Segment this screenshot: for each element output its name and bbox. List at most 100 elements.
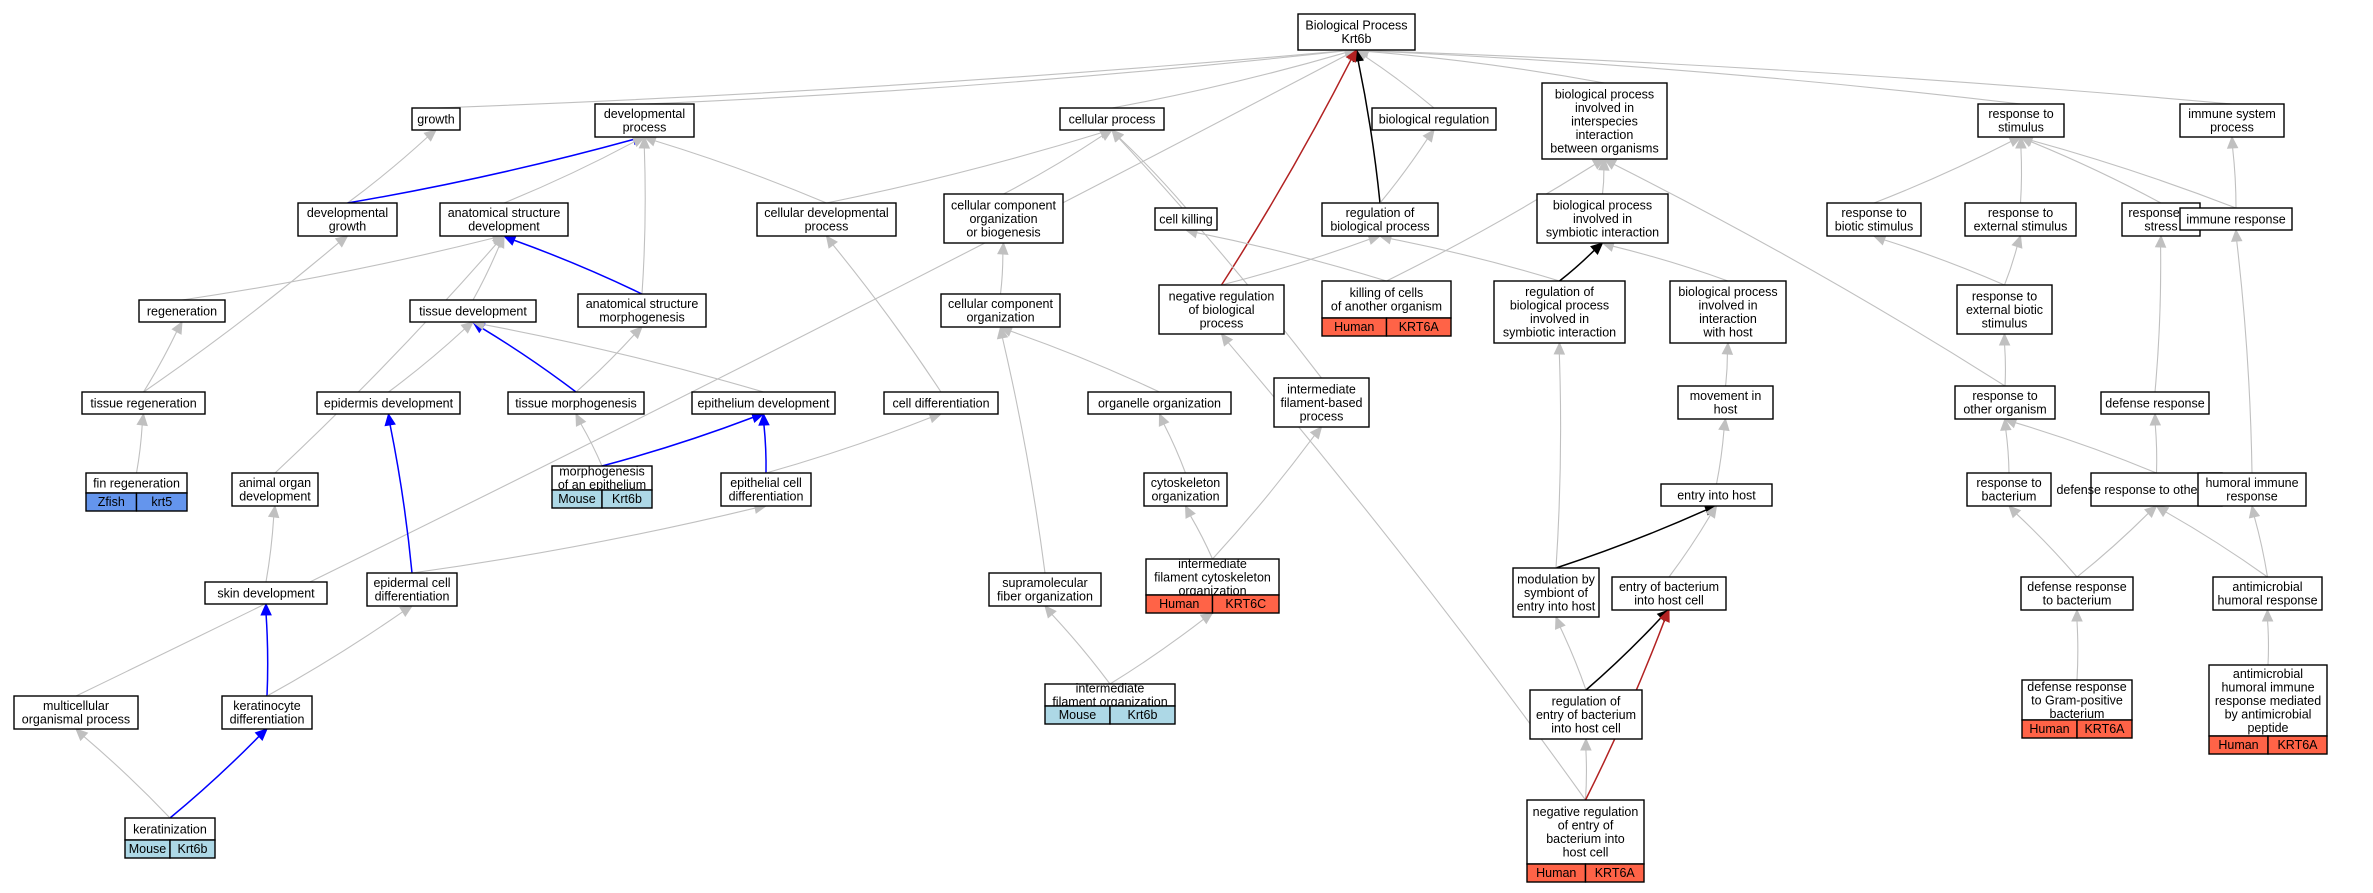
edge-line: [1357, 60, 1381, 204]
edge-animalorgan-to-asdev: [274, 235, 505, 474]
go-term-entryhost[interactable]: entry into host: [1660, 483, 1773, 507]
go-term-label: external biotic: [1966, 303, 2043, 317]
go-term-label: cytoskeleton: [1151, 476, 1221, 490]
edge-respother-to-interspecies: [1603, 158, 2006, 387]
edge-arrowhead: [1718, 417, 1730, 432]
edge-line: [1119, 137, 1187, 209]
edge-finregen-to-tissueregen: [135, 412, 148, 474]
edge-defresp-to-respstress: [2154, 234, 2167, 393]
edge-arrowhead: [1220, 333, 1234, 347]
go-term-tissuedev[interactable]: tissue development: [409, 299, 537, 323]
edge-bioreg-to-bp: [1355, 49, 1435, 109]
go-term-box: [1611, 576, 1727, 611]
edge-tissueregen-to-devgrowth: [143, 235, 349, 393]
go-term-regeneration[interactable]: regeneration: [138, 299, 226, 323]
go-term-cellproc[interactable]: cellular process: [1059, 107, 1165, 131]
go-term-label: cellular component: [948, 297, 1053, 311]
go-term-skindev[interactable]: skin development: [204, 581, 328, 605]
go-term-box: [1059, 107, 1165, 131]
edge-respbiotic-to-respstim: [1873, 136, 2023, 204]
edge-ccorgbio-to-cellproc: [1003, 129, 1114, 195]
go-term-box: [1966, 472, 2052, 507]
go-term-organelle[interactable]: organelle organization: [1087, 391, 1232, 415]
go-term-celldiff[interactable]: cell differentiation: [883, 391, 999, 415]
edge-line: [1111, 52, 1346, 109]
go-term-cellkilling[interactable]: cell killing: [1154, 207, 1218, 231]
edge-line: [265, 614, 269, 697]
go-term-label: into host cell: [1551, 721, 1620, 735]
edge-arrowhead: [1598, 157, 1610, 171]
go-term-bioreg[interactable]: biological regulation: [1371, 107, 1497, 131]
go-term-box: [81, 391, 206, 415]
edge-respstim-to-bp: [1355, 45, 2022, 105]
go-term-label: response to: [1988, 206, 2053, 220]
go-term-tissueregen[interactable]: tissue regeneration: [81, 391, 206, 415]
go-term-label: biological regulation: [1379, 112, 1490, 126]
go-term-immresp[interactable]: immune response: [2179, 207, 2293, 231]
go-term-epithdev[interactable]: epithelium development: [691, 391, 836, 415]
go-term-epidev[interactable]: epidermis development: [316, 391, 461, 415]
edge-line: [1715, 429, 1725, 485]
edge-line: [83, 736, 171, 819]
go-term-growth[interactable]: growth: [411, 107, 461, 131]
go-term-box: [1660, 483, 1773, 507]
go-term-label: organization: [1178, 584, 1246, 598]
go-term-label: keratinocyte: [233, 699, 300, 713]
go-term-tissuemorph[interactable]: tissue morphogenesis: [507, 391, 645, 415]
edge-arrowhead: [267, 504, 280, 519]
species-label: Zfish: [98, 495, 125, 509]
edge-entryhost-to-movhost: [1715, 417, 1730, 485]
go-term-label: cellular process: [1069, 112, 1156, 126]
go-term-defresp[interactable]: defense response: [2100, 391, 2210, 415]
go-term-label: tissue morphogenesis: [515, 396, 637, 410]
edge-arrowhead: [1422, 129, 1435, 143]
